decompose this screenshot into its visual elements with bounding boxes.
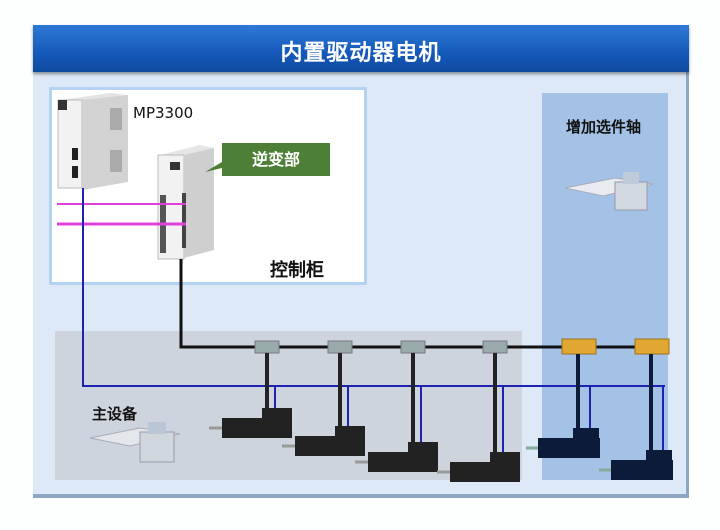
t-connector — [327, 340, 353, 354]
servo-motor — [368, 452, 438, 472]
controller-label: MP3300 — [133, 104, 194, 122]
servo-motor — [295, 436, 365, 456]
inverter-unit — [157, 145, 222, 260]
main-equipment-label: 主设备 — [92, 405, 138, 423]
motor-head — [408, 442, 438, 454]
motor-head — [262, 408, 292, 420]
repeater-box — [634, 338, 670, 355]
title-bar: 内置驱动器电机 — [33, 25, 689, 72]
extra-axis-label: 增加选件轴 — [566, 118, 642, 136]
extra-axis-zone — [542, 93, 668, 480]
cabinet-label: 控制柜 — [270, 260, 324, 281]
main-equipment-zone — [55, 331, 522, 480]
t-connector — [482, 340, 508, 354]
signal-line — [82, 188, 665, 387]
mp3300-controller — [57, 93, 128, 190]
servo-motor — [611, 460, 673, 480]
motor-head — [646, 450, 672, 462]
inverter-tag: 逆变部 — [222, 143, 330, 176]
servo-motor — [538, 438, 600, 458]
power-bus — [179, 259, 660, 349]
t-connector — [254, 340, 280, 354]
servo-motor — [450, 462, 520, 482]
motor-head — [490, 452, 520, 464]
servo-motor — [222, 418, 292, 438]
repeater-box — [561, 338, 597, 355]
t-connector — [400, 340, 426, 354]
motor-head — [573, 428, 599, 440]
page-title: 内置驱动器电机 — [280, 41, 442, 66]
motor-head — [335, 426, 365, 438]
